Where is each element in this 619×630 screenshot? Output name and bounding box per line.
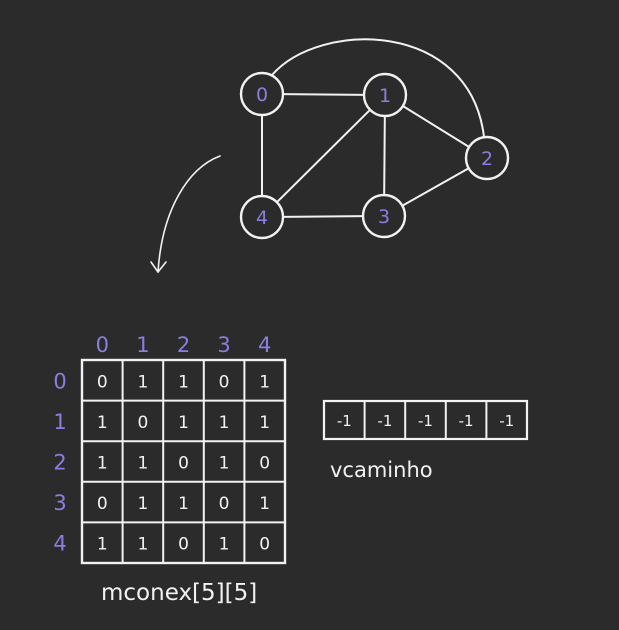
node-0-label: 0	[256, 84, 268, 106]
graph-diagram: 0 1 2 3 4	[239, 38, 510, 240]
vector-cell-2: -1	[418, 412, 433, 430]
vector-cell-0: -1	[337, 412, 352, 430]
matrix-cell-1-1: 0	[137, 413, 148, 433]
matrix-column-headers: 0 1 2 3 4	[96, 333, 272, 357]
edge-1-3	[383, 115, 386, 196]
matrix-col-header-2: 2	[177, 333, 190, 357]
vector-cell-4: -1	[499, 412, 514, 430]
matrix-cell-2-2: 0	[178, 454, 189, 474]
matrix-cell-1-0: 1	[97, 413, 108, 433]
matrix-row-header-4: 4	[53, 532, 66, 556]
matrix-cell-0-1: 1	[137, 372, 148, 392]
vector-cell-3: -1	[459, 412, 474, 430]
graph-nodes: 0 1 2 3 4	[239, 71, 510, 240]
vector-cells: -1 -1 -1 -1 -1	[322, 399, 529, 441]
matrix-cell-0-4: 1	[259, 372, 270, 392]
matrix-row-header-0: 0	[53, 369, 66, 393]
node-4-circle	[239, 194, 285, 240]
node-0-circle	[239, 71, 285, 117]
edge-1-2	[402, 105, 470, 148]
matrix-cell-0-3: 0	[219, 372, 230, 392]
matrix-cell-4-3: 1	[219, 535, 230, 555]
adjacency-matrix: 0 1 2 3 4 0 1 2 3 4 0 1 1 0 1 1 0 1 1 1 1 1 0 1 0 0 1 1 0 1 1 1 0 1 0 mc…	[53, 333, 287, 606]
path-vector: -1 -1 -1 -1 -1 vcaminho	[322, 399, 529, 482]
matrix-cell-4-1: 1	[137, 535, 148, 555]
edge-0-1	[282, 93, 365, 96]
node-1-circle	[362, 72, 408, 118]
matrix-row-header-2: 2	[53, 451, 66, 475]
edge-0-2	[271, 38, 485, 138]
matrix-col-header-4: 4	[258, 333, 271, 357]
matrix-row-headers: 0 1 2 3 4	[53, 369, 66, 555]
edge-2-3	[401, 167, 470, 207]
matrix-cell-4-4: 0	[259, 535, 270, 555]
matrix-border	[80, 358, 287, 565]
vector-border	[322, 399, 529, 441]
matrix-row-header-3: 3	[53, 491, 66, 515]
matrix-cells: 0 1 1 0 1 1 0 1 1 1 1 1 0 1 0 0 1 1 0 1 1 1 0 1 0	[80, 358, 287, 565]
matrix-cell-0-2: 1	[178, 372, 189, 392]
node-1-label: 1	[379, 85, 391, 107]
vector-cell-1: -1	[377, 412, 392, 430]
matrix-cell-2-4: 0	[259, 454, 270, 474]
matrix-caption: mconex[5][5]	[101, 580, 257, 606]
edge-3-4	[282, 215, 364, 218]
matrix-cell-1-4: 1	[259, 413, 270, 433]
matrix-cell-3-1: 1	[137, 494, 148, 514]
matrix-cell-2-1: 1	[137, 454, 148, 474]
edge-1-4	[276, 109, 371, 203]
matrix-col-header-3: 3	[217, 333, 230, 357]
curved-arrow-icon	[150, 155, 221, 273]
matrix-row-header-1: 1	[53, 410, 66, 434]
matrix-cell-1-3: 1	[219, 413, 230, 433]
matrix-cell-2-0: 1	[97, 454, 108, 474]
matrix-cell-4-0: 1	[97, 535, 108, 555]
matrix-cell-3-3: 0	[219, 494, 230, 514]
matrix-cell-2-3: 1	[219, 454, 230, 474]
node-3-circle	[361, 193, 407, 239]
matrix-cell-1-2: 1	[178, 413, 189, 433]
matrix-cell-4-2: 0	[178, 535, 189, 555]
matrix-col-header-1: 1	[136, 333, 149, 357]
matrix-cell-3-0: 0	[97, 494, 108, 514]
node-3-label: 3	[378, 206, 390, 228]
matrix-col-header-0: 0	[96, 333, 109, 357]
node-2-label: 2	[481, 148, 493, 170]
matrix-cell-3-4: 1	[259, 494, 270, 514]
graph-edges	[261, 38, 485, 218]
matrix-cell-3-2: 1	[178, 494, 189, 514]
matrix-cell-0-0: 0	[97, 372, 108, 392]
node-2-circle	[464, 135, 510, 181]
vector-caption: vcaminho	[330, 458, 433, 482]
node-4-label: 4	[256, 207, 268, 229]
